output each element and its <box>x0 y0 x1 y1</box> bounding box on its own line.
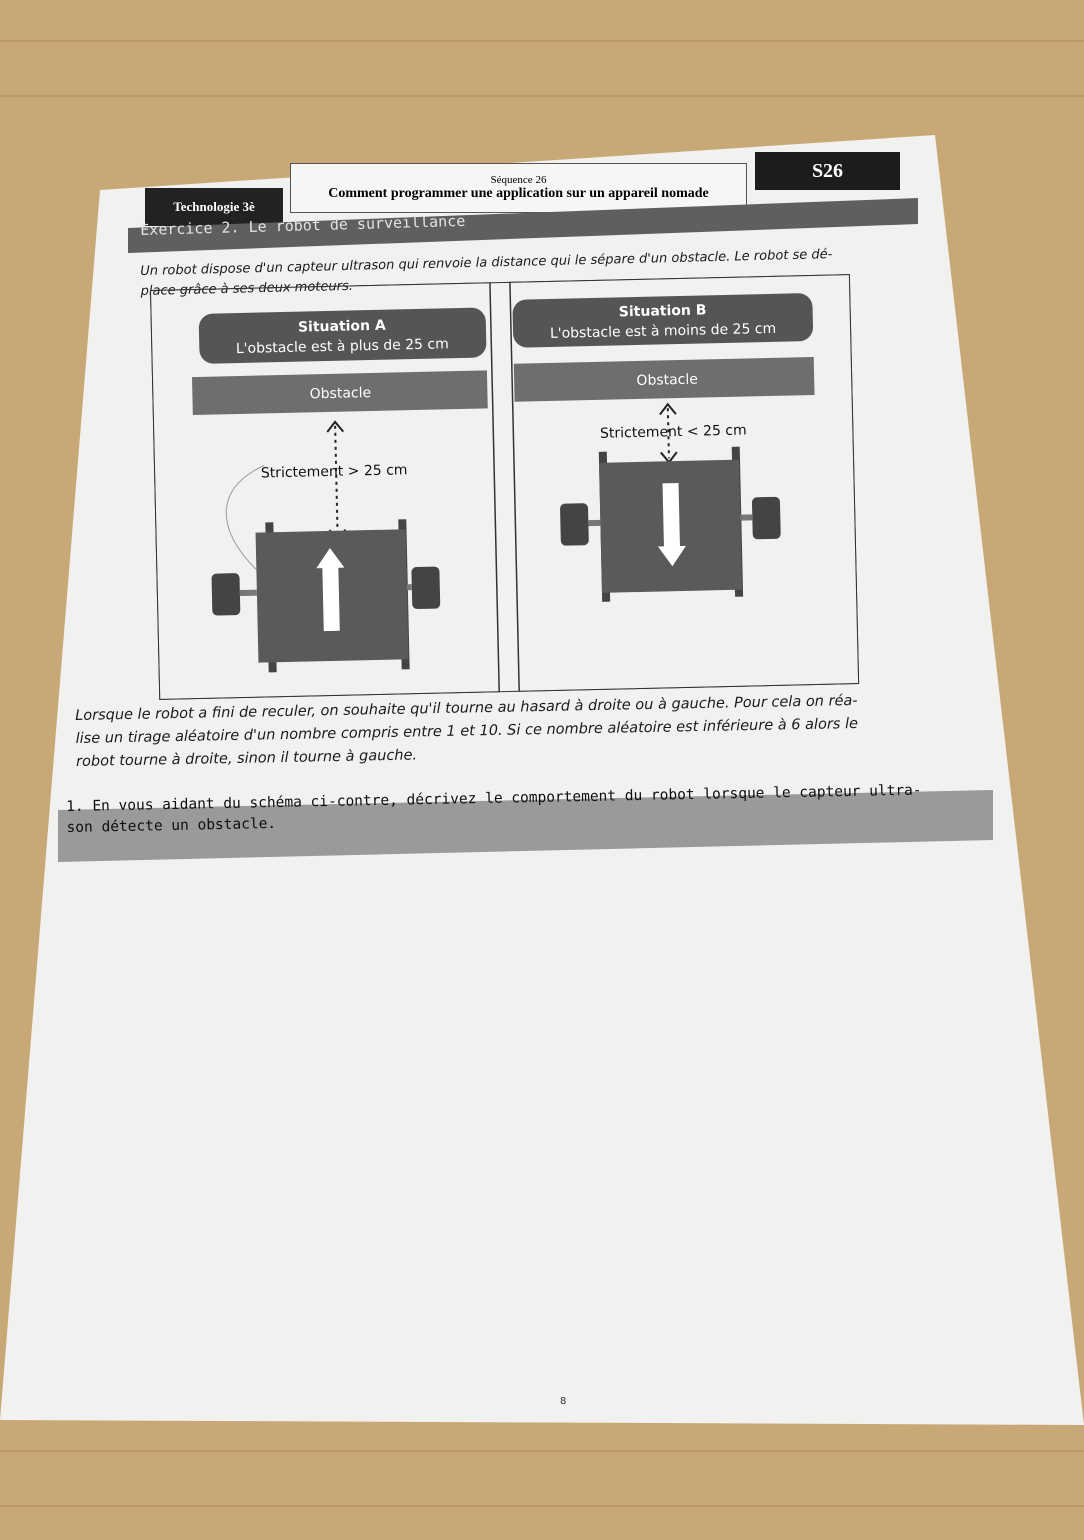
worksheet-paper <box>0 135 1084 1425</box>
situation-b-header <box>512 293 814 348</box>
situation-a-panel: Situation A L'obstacle est à plus de 25 … <box>150 281 500 700</box>
situation-a-title: Situation A <box>298 318 386 336</box>
situation-b-distance-line <box>666 408 670 459</box>
situation-a-distance-label: Strictement > 25 cm <box>261 462 408 481</box>
robot-a-left-wheel <box>211 573 241 616</box>
situation-b-distance-label: Strictement < 25 cm <box>600 423 747 442</box>
situation-b-obstacle <box>513 356 815 402</box>
subject-label: Technologie 3è <box>145 188 283 226</box>
situation-b-panel: Situation B L'obstacle est à moins de 25… <box>509 274 860 693</box>
robot-b-left-wheel <box>560 503 589 546</box>
situation-a-header <box>198 307 487 364</box>
situation-a-arrow-up <box>326 420 345 433</box>
situation-b-title: Situation B <box>619 302 707 320</box>
robot-a-forward-arrow <box>322 560 340 632</box>
robot-b-right-wheel <box>751 496 781 540</box>
situation-b-subtitle: L'obstacle est à moins de 25 cm <box>550 321 777 342</box>
sequence-title: Comment programmer une application sur u… <box>328 186 709 201</box>
situation-a-obstacle <box>191 370 488 416</box>
robot-a-right-wheel <box>411 566 441 610</box>
situation-a-distance-line <box>334 425 339 536</box>
situation-a-wire <box>225 465 265 571</box>
sequence-code: S26 <box>755 152 900 190</box>
sequence-box: Séquence 26 Comment programmer une appli… <box>290 163 747 213</box>
situation-a-subtitle: L'obstacle est à plus de 25 cm <box>236 336 449 357</box>
robot-b-backward-arrow <box>662 483 681 554</box>
robot-situations-figure: Situation A L'obstacle est à plus de 25 … <box>150 274 860 700</box>
robot-a <box>211 519 441 673</box>
situation-a-obstacle-label: Obstacle <box>309 385 371 402</box>
situation-b-obstacle-label: Obstacle <box>636 372 698 389</box>
sequence-label: Séquence 26 <box>490 174 547 186</box>
situation-b-arrow-up <box>659 402 677 416</box>
page-number: 8 <box>560 1396 567 1407</box>
robot-b <box>560 446 781 602</box>
